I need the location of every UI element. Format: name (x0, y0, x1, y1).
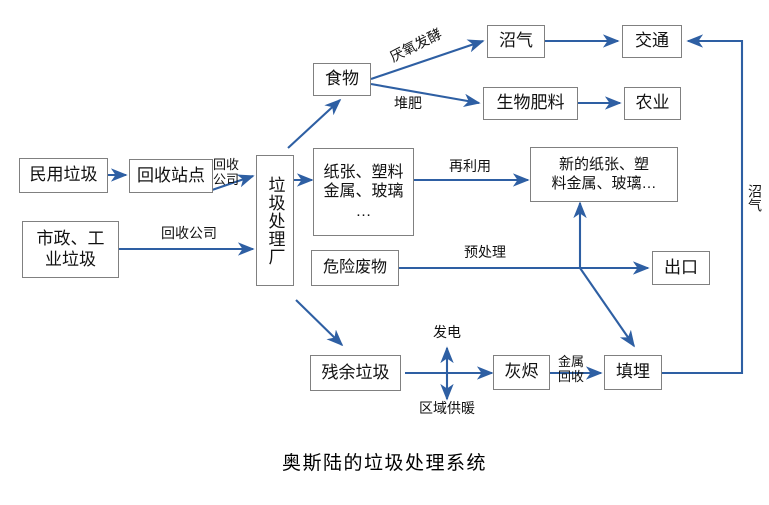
edge-label-metal-recovery: 金属 回收 (557, 354, 584, 385)
edge-label-power-generation: 发电 (433, 324, 461, 340)
edge-junction-to-landfill (579, 267, 635, 348)
node-export-label: 出口 (664, 257, 698, 277)
edge-label-recycle-company-2: 回收公司 (161, 225, 217, 241)
node-treatment-plant[interactable]: 垃圾处理厂 (256, 155, 294, 286)
node-new-materials-label: 新的纸张、塑 料金属、玻璃… (551, 156, 657, 192)
node-recyclables-label: 纸张、塑料 金属、玻璃 … (323, 163, 404, 220)
edge-label-reuse: 再利用 (449, 158, 491, 174)
node-agriculture-label: 农业 (635, 93, 670, 113)
node-biogas-label: 沼气 (499, 31, 533, 51)
node-ash[interactable]: 灰烬 (493, 355, 550, 390)
edge-label-district-heating: 区域供暖 (419, 400, 475, 416)
node-hazardous-waste[interactable]: 危险废物 (311, 250, 399, 286)
node-municipal-waste-label: 市政、工 业垃圾 (36, 228, 105, 269)
node-recycling-station[interactable]: 回收站点 (129, 159, 213, 193)
node-recycling-station-label: 回收站点 (137, 165, 205, 185)
edge-label-compost: 堆肥 (394, 95, 422, 111)
edge-label-recycle-company-1: 回收 公司 (213, 157, 240, 187)
edge-label-anaerobic: 厌氧发酵 (387, 25, 445, 65)
edge-label-biogas-return: 沼气 (747, 184, 763, 212)
node-hazardous-waste-label: 危险废物 (322, 259, 387, 277)
node-transport[interactable]: 交通 (622, 25, 682, 58)
node-treatment-plant-label: 垃圾处理厂 (265, 175, 285, 266)
node-municipal-waste[interactable]: 市政、工 业垃圾 (22, 221, 119, 278)
node-food-label: 食物 (325, 69, 359, 89)
node-transport-label: 交通 (635, 31, 669, 51)
node-domestic-waste-label: 民用垃圾 (29, 165, 98, 185)
node-export[interactable]: 出口 (652, 251, 710, 285)
edge-plant-to-residual (295, 299, 344, 347)
edge-label-pretreatment: 预处理 (464, 244, 506, 260)
node-biofertilizer[interactable]: 生物肥料 (483, 87, 578, 120)
node-domestic-waste[interactable]: 民用垃圾 (19, 158, 108, 193)
node-ash-label: 灰烬 (504, 362, 539, 382)
node-residual-waste[interactable]: 残余垃圾 (310, 355, 401, 391)
node-biogas[interactable]: 沼气 (487, 25, 545, 58)
edge-plant-to-food (287, 98, 342, 149)
node-landfill[interactable]: 填埋 (604, 355, 662, 390)
node-recyclables[interactable]: 纸张、塑料 金属、玻璃 … (313, 148, 414, 236)
node-agriculture[interactable]: 农业 (624, 87, 681, 120)
node-landfill-label: 填埋 (616, 362, 650, 382)
node-food[interactable]: 食物 (313, 63, 371, 96)
diagram-caption: 奥斯陆的垃圾处理系统 (281, 453, 487, 474)
node-biofertilizer-label: 生物肥料 (496, 93, 565, 113)
node-residual-waste-label: 残余垃圾 (321, 362, 390, 382)
node-new-materials[interactable]: 新的纸张、塑 料金属、玻璃… (530, 147, 678, 202)
